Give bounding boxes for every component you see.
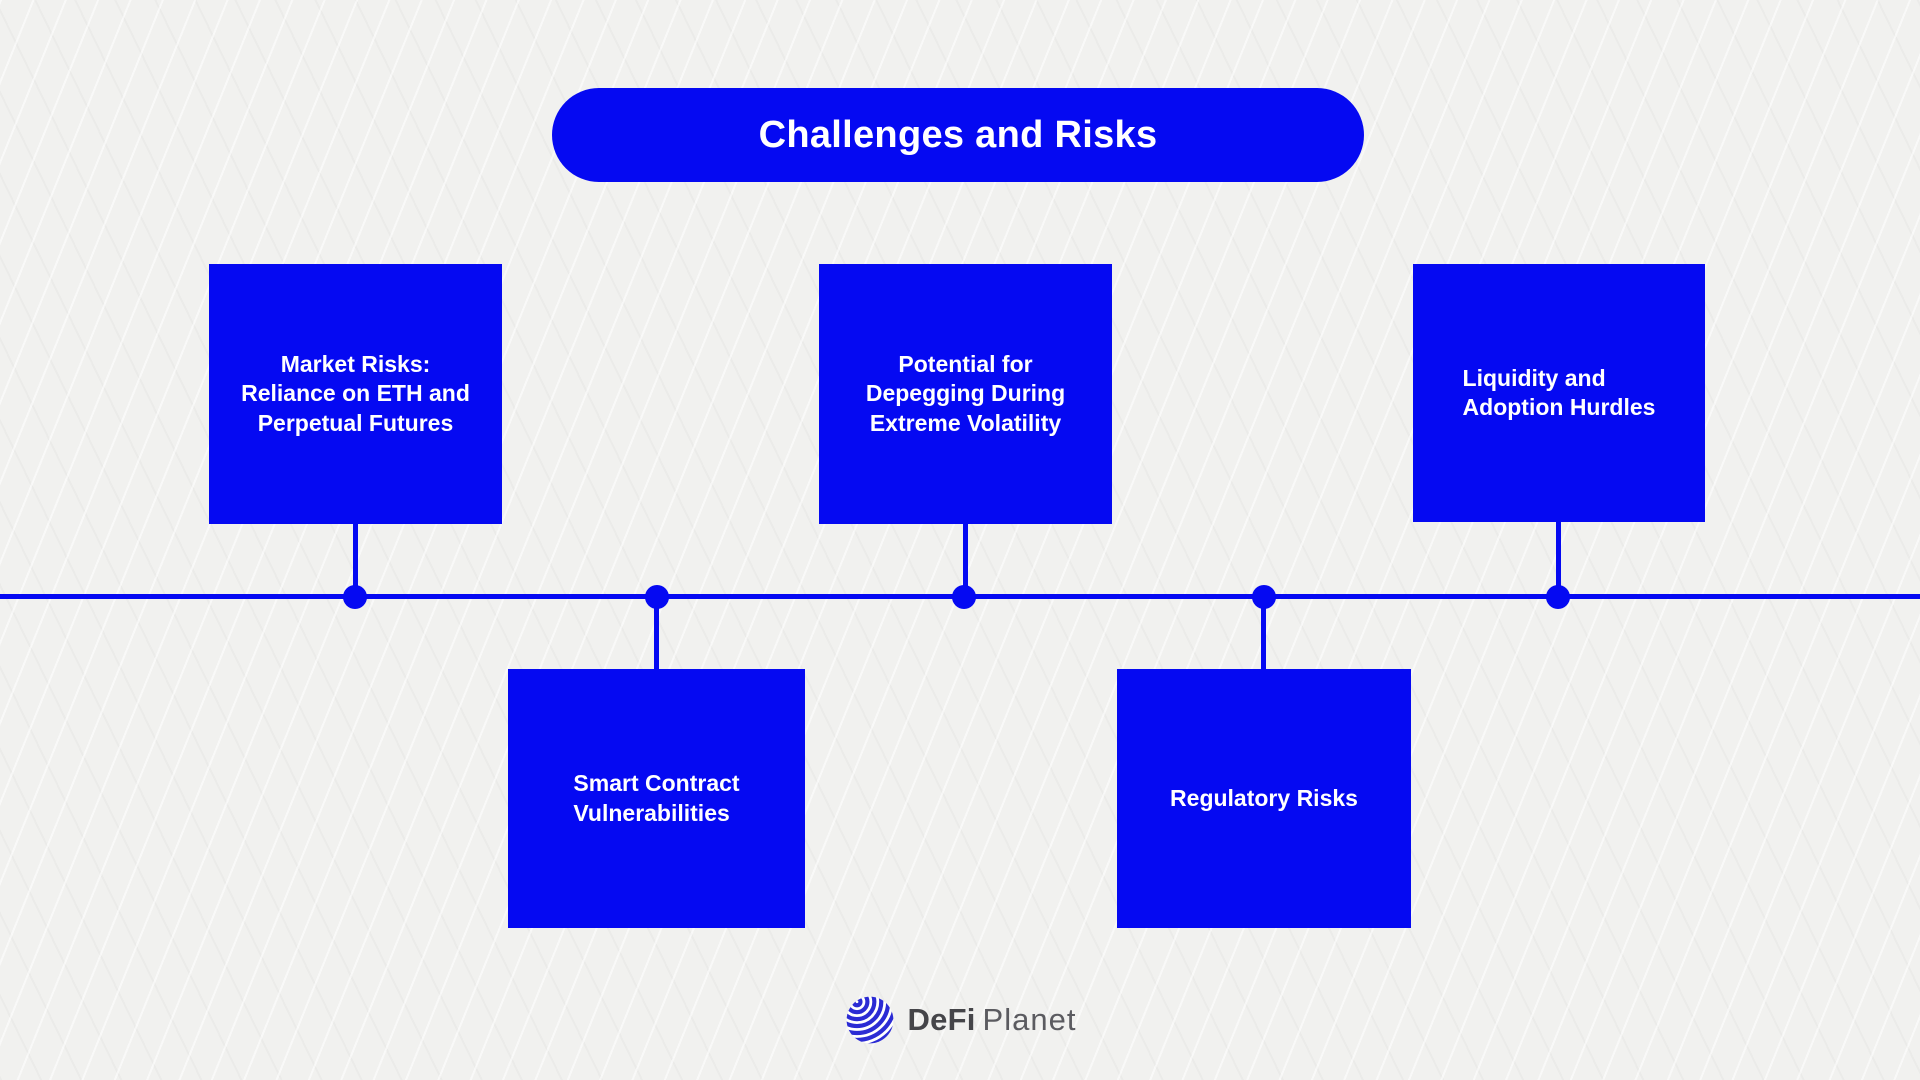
timeline-dot: [1252, 585, 1276, 609]
title-pill: Challenges and Risks: [552, 88, 1364, 182]
node-label: Potential for Depegging During Extreme V…: [865, 350, 1066, 436]
node-label: Market Risks: Reliance on ETH and Perpet…: [241, 350, 470, 436]
connector-line: [654, 597, 659, 671]
brand-wordmark: DeFi Planet: [908, 1002, 1077, 1038]
brand-footer: DeFi Planet: [0, 990, 1920, 1050]
connector-line: [963, 522, 968, 598]
node-label: Smart Contract Vulnerabilities: [573, 770, 740, 826]
defi-planet-globe-icon: [846, 996, 893, 1044]
node-box-depegging: Potential for Depegging During Extreme V…: [819, 264, 1112, 524]
node-box-smart-contract: Smart Contract Vulnerabilities: [508, 669, 805, 928]
connector-line: [353, 522, 358, 598]
node-label: Regulatory Risks: [1170, 784, 1358, 811]
timeline-dot: [1546, 585, 1570, 609]
node-label: Liquidity and Adoption Hurdles: [1462, 364, 1656, 420]
node-box-market-risks: Market Risks: Reliance on ETH and Perpet…: [209, 264, 502, 524]
timeline-dot: [343, 585, 367, 609]
timeline-dot: [952, 585, 976, 609]
node-box-liquidity: Liquidity and Adoption Hurdles: [1413, 264, 1705, 522]
brand-defi: DeFi: [907, 1002, 976, 1037]
connector-line: [1261, 597, 1266, 671]
node-box-regulatory: Regulatory Risks: [1117, 669, 1411, 928]
brand-planet: Planet: [982, 1002, 1077, 1037]
connector-line: [1556, 518, 1561, 598]
page-title: Challenges and Risks: [758, 113, 1158, 156]
timeline-dot: [645, 585, 669, 609]
